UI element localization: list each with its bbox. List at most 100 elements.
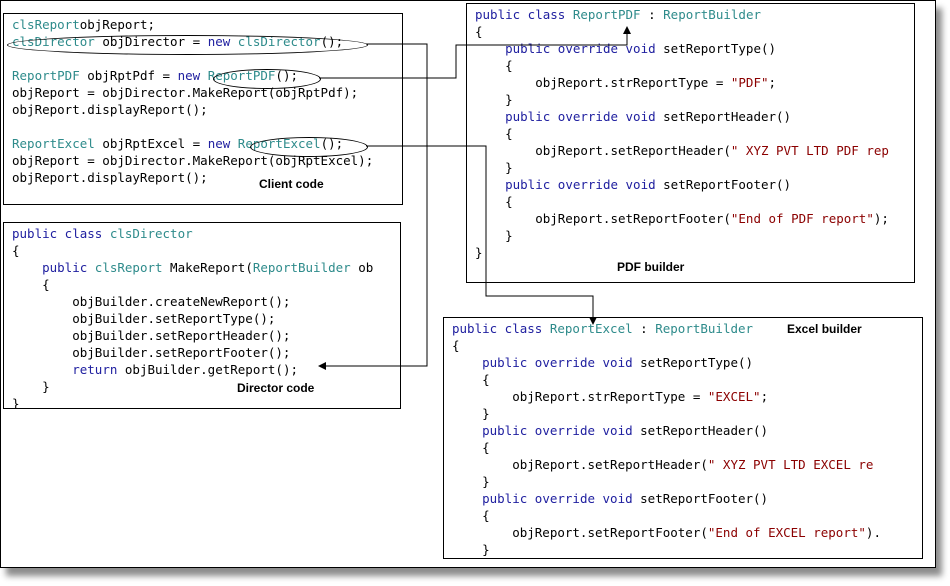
code-token: } <box>475 245 483 260</box>
code-token: setReportType() <box>655 41 777 56</box>
code-token: { <box>452 372 490 387</box>
diagram-frame: clsReportobjReport;clsDirector objDirect… <box>0 0 936 568</box>
code-line: { <box>12 242 20 259</box>
code-token: objReport.setReportHeader( <box>452 457 708 472</box>
code-token: ; <box>760 389 769 404</box>
code-token: clsReport <box>94 260 163 275</box>
code-line: objReport.setReportFooter("End of EXCEL … <box>452 524 881 541</box>
code-line: objBuilder.createNewReport(); <box>12 293 290 310</box>
excel-builder-box: public class ReportExcel : ReportBuilder… <box>443 317 923 559</box>
code-line: { <box>475 193 513 210</box>
code-token: return <box>72 362 118 377</box>
code-line: objReport.displayReport(); <box>12 169 208 186</box>
code-token: "End of PDF report" <box>730 211 874 226</box>
code-line: public clsReport MakeReport(ReportBuilde… <box>12 259 373 276</box>
code-line: objReport.strReportType = "EXCEL"; <box>452 388 768 405</box>
code-token: { <box>12 277 50 292</box>
code-token: objReport.displayReport(); <box>12 102 208 117</box>
code-token: ReportExcel <box>549 321 633 336</box>
code-token: objBuilder.createNewReport(); <box>12 294 291 309</box>
code-line: public override void setReportHeader() <box>475 108 791 125</box>
code-token: " XYZ PVT LTD EXCEL re <box>707 457 874 472</box>
code-token: public override void <box>505 109 656 124</box>
code-token: objReport.setReportFooter( <box>475 211 731 226</box>
code-token: : <box>632 321 656 336</box>
code-token: setReportType() <box>632 355 754 370</box>
code-line: objReport.setReportHeader(" XYZ PVT LTD … <box>452 456 873 473</box>
code-token: } <box>452 542 490 557</box>
code-line: objReport.strReportType = "PDF"; <box>475 74 776 91</box>
code-token: } <box>12 396 20 409</box>
code-token: new <box>177 68 201 83</box>
code-token: objBuilder.setReportType(); <box>12 311 276 326</box>
code-line: } <box>475 159 513 176</box>
code-line: objReport.setReportFooter("End of PDF re… <box>475 210 889 227</box>
code-token: objBuilder.setReportHeader(); <box>12 328 291 343</box>
code-token: "EXCEL" <box>707 389 761 404</box>
code-token: { <box>475 194 513 209</box>
code-token: public class <box>12 226 103 241</box>
code-token: objRptPdf = <box>79 68 178 83</box>
code-line: } <box>452 405 490 422</box>
director-code-box: public class clsDirector{ public clsRepo… <box>3 222 401 409</box>
code-token: "End of EXCEL report" <box>707 525 866 540</box>
code-line: objReport.displayReport(); <box>12 101 208 118</box>
code-token: clsDirector <box>109 226 193 241</box>
code-token: ReportPDF <box>12 68 80 83</box>
code-token: ). <box>865 525 881 540</box>
code-line: { <box>452 337 460 354</box>
code-token: } <box>475 160 513 175</box>
highlight-oval-reportexcel <box>250 137 368 157</box>
code-token: { <box>475 58 513 73</box>
code-token: { <box>452 508 490 523</box>
code-token: objReport.displayReport(); <box>12 170 208 185</box>
code-token: } <box>452 406 490 421</box>
code-token: setReportFooter() <box>655 177 792 192</box>
code-token: ; <box>768 75 777 90</box>
arrow-reportexcel-to-excel-builder <box>366 145 597 325</box>
code-line: } <box>452 473 490 490</box>
code-line: { <box>12 276 50 293</box>
code-token: objBuilder.setReportFooter(); <box>12 345 291 360</box>
code-token: } <box>475 92 513 107</box>
code-token: objReport.setReportFooter( <box>452 525 708 540</box>
code-line: public override void setReportFooter() <box>452 490 768 507</box>
code-token: public override void <box>482 423 633 438</box>
code-line: public class ReportPDF : ReportBuilder <box>475 6 761 23</box>
director-code-caption: Director code <box>237 381 315 395</box>
code-token: ReportBuilder <box>655 321 754 336</box>
code-token: public <box>42 260 88 275</box>
code-line: { <box>452 507 490 524</box>
code-token: public class <box>475 7 566 22</box>
code-token: objRptExcel = <box>94 136 208 151</box>
code-line: { <box>475 125 513 142</box>
code-token: clsReport <box>12 17 80 32</box>
highlight-oval-reportpdf <box>213 69 321 89</box>
code-token: objReport; <box>79 17 155 32</box>
code-token: public override void <box>482 355 633 370</box>
highlight-oval-clsdirector <box>7 35 368 55</box>
code-token: objReport.strReportType = <box>475 75 731 90</box>
code-line: { <box>452 439 490 456</box>
code-token: setReportHeader() <box>655 109 792 124</box>
code-token: { <box>452 440 490 455</box>
code-token: ReportExcel <box>12 136 95 151</box>
code-token: ob <box>350 260 374 275</box>
code-token: public class <box>452 321 543 336</box>
code-line: public class ReportExcel : ReportBuilder <box>452 320 753 337</box>
code-line: } <box>452 541 490 558</box>
code-token: public override void <box>505 177 656 192</box>
code-token: ); <box>873 211 889 226</box>
code-line: public override void setReportFooter() <box>475 176 791 193</box>
code-token: { <box>12 243 20 258</box>
code-token: MakeReport( <box>162 260 253 275</box>
code-token: { <box>452 338 460 353</box>
code-token: } <box>475 228 513 243</box>
pdf-builder-box: public class ReportPDF : ReportBuilder{ … <box>466 3 915 283</box>
code-line: public class clsDirector <box>12 225 193 242</box>
code-line: return objBuilder.getReport(); <box>12 361 298 378</box>
code-token: objReport = objDirector.MakeReport(objRp… <box>12 85 359 100</box>
code-token: { <box>475 126 513 141</box>
code-line: public override void setReportType() <box>452 354 753 371</box>
code-line: objReport.setReportHeader(" XYZ PVT LTD … <box>475 142 889 159</box>
